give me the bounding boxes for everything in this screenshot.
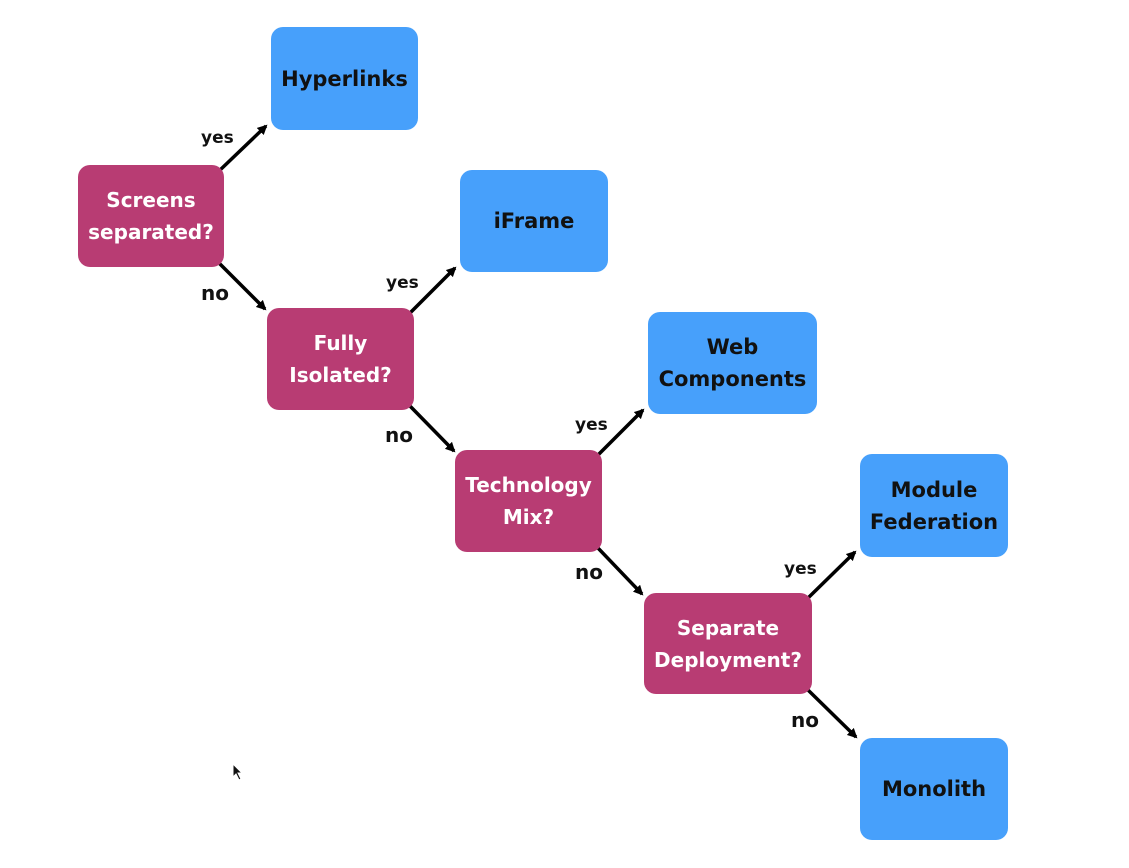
arrow-separate-deployment-to-monolith (806, 688, 858, 739)
arrow-screens-to-hyperlinks (217, 124, 268, 173)
outcome-label-line: iFrame (493, 209, 575, 233)
edge-label-yes: yes (201, 128, 234, 148)
decision-label-line: Deployment? (654, 647, 802, 672)
decision-label-line: Isolated? (289, 363, 392, 387)
decision-technology-mix: Technology Mix? (455, 450, 602, 552)
edge-label-yes: yes (784, 559, 817, 579)
decision-fully-isolated: Fully Isolated? (267, 308, 414, 410)
outcome-label-line: Hyperlinks (281, 66, 408, 91)
outcome-iframe: iFrame (460, 170, 608, 272)
decision-label-line: Separate (676, 615, 780, 640)
outcome-web-components: Web Components (648, 312, 817, 414)
arrow-screens-to-fully-isolated (217, 261, 267, 311)
outcome-label-line: Components (658, 367, 807, 391)
arrow-fully-isolated-to-iframe (408, 266, 457, 315)
edge-label-yes: yes (386, 273, 419, 293)
decision-label-line: Technology (465, 473, 592, 497)
edge-label-no: no (385, 423, 413, 447)
edge-label-no: no (791, 708, 819, 732)
decision-label-line: Mix? (502, 505, 555, 529)
arrow-technology-mix-to-web-components (596, 408, 645, 457)
outcome-module-federation: Module Federation (860, 454, 1008, 557)
edge-label-no: no (201, 281, 229, 305)
decision-label-line: Fully (313, 331, 368, 355)
edge-label-no: no (575, 560, 603, 584)
outcome-monolith: Monolith (860, 738, 1008, 840)
decision-screens-separated: Screens separated? (78, 165, 224, 267)
arrow-separate-deployment-to-module-federation (806, 550, 857, 600)
mouse-pointer-icon (232, 763, 244, 781)
decision-label-line: Screens (106, 188, 196, 212)
outcome-label-line: Federation (869, 509, 999, 534)
outcome-label-line: Web (706, 335, 759, 359)
arrow-technology-mix-to-separate-deployment (595, 545, 644, 596)
decision-label-line: separated? (88, 220, 214, 244)
outcome-label-line: Monolith (881, 777, 987, 801)
outcome-label-line: Module (890, 477, 978, 502)
decision-separate-deployment: Separate Deployment? (644, 593, 812, 694)
edge-label-yes: yes (575, 415, 608, 435)
arrow-fully-isolated-to-technology-mix (407, 403, 456, 453)
outcome-hyperlinks: Hyperlinks (271, 27, 418, 130)
